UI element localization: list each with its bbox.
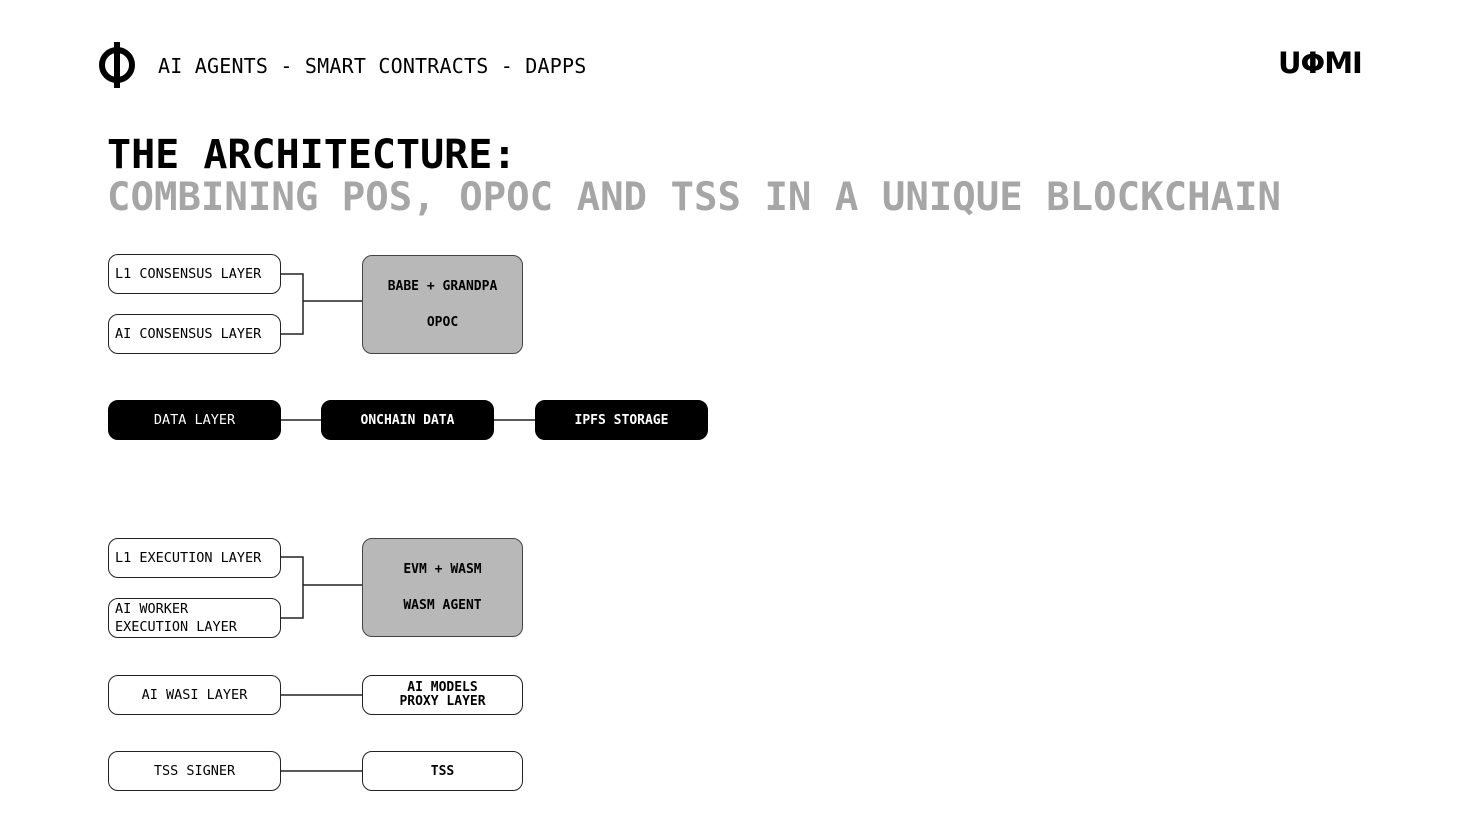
- ai-models-proxy-layer-box: AI MODELS PROXY LAYER: [362, 675, 523, 715]
- execution-connector: [281, 556, 362, 619]
- opoc-label: OPOC: [426, 315, 459, 331]
- ipfs-storage-box: IPFS STORAGE: [535, 400, 708, 440]
- page-subtitle: COMBINING POS, OPOC AND TSS IN A UNIQUE …: [107, 175, 1281, 220]
- ai-consensus-layer-box: AI CONSENSUS LAYER: [108, 314, 281, 354]
- page-title: THE ARCHITECTURE:: [107, 132, 517, 178]
- l1-consensus-layer-box: L1 CONSENSUS LAYER: [108, 254, 281, 294]
- phi-icon: [99, 42, 135, 88]
- consensus-impl-box: BABE + GRANDPA OPOC: [362, 255, 523, 354]
- wasm-agent-label: WASM AGENT: [403, 598, 482, 614]
- data-layer-box: DATA LAYER: [108, 400, 281, 440]
- l1-execution-layer-box: L1 EXECUTION LAYER: [108, 538, 281, 578]
- tss-box: TSS: [362, 751, 523, 791]
- brand-logo: UΦMI: [1278, 46, 1363, 80]
- ai-worker-execution-layer-box: AI WORKER EXECUTION LAYER: [108, 598, 281, 638]
- tagline: AI AGENTS - SMART CONTRACTS - DAPPS: [158, 54, 587, 78]
- evm-wasm-label: EVM + WASM: [403, 561, 482, 577]
- ai-wasi-layer-box: AI WASI LAYER: [108, 675, 281, 715]
- tss-signer-box: TSS SIGNER: [108, 751, 281, 791]
- execution-impl-box: EVM + WASM WASM AGENT: [362, 538, 523, 637]
- consensus-connector: [281, 273, 362, 335]
- babe-grandpa-label: BABE + GRANDPA: [387, 278, 498, 294]
- onchain-data-box: ONCHAIN DATA: [321, 400, 494, 440]
